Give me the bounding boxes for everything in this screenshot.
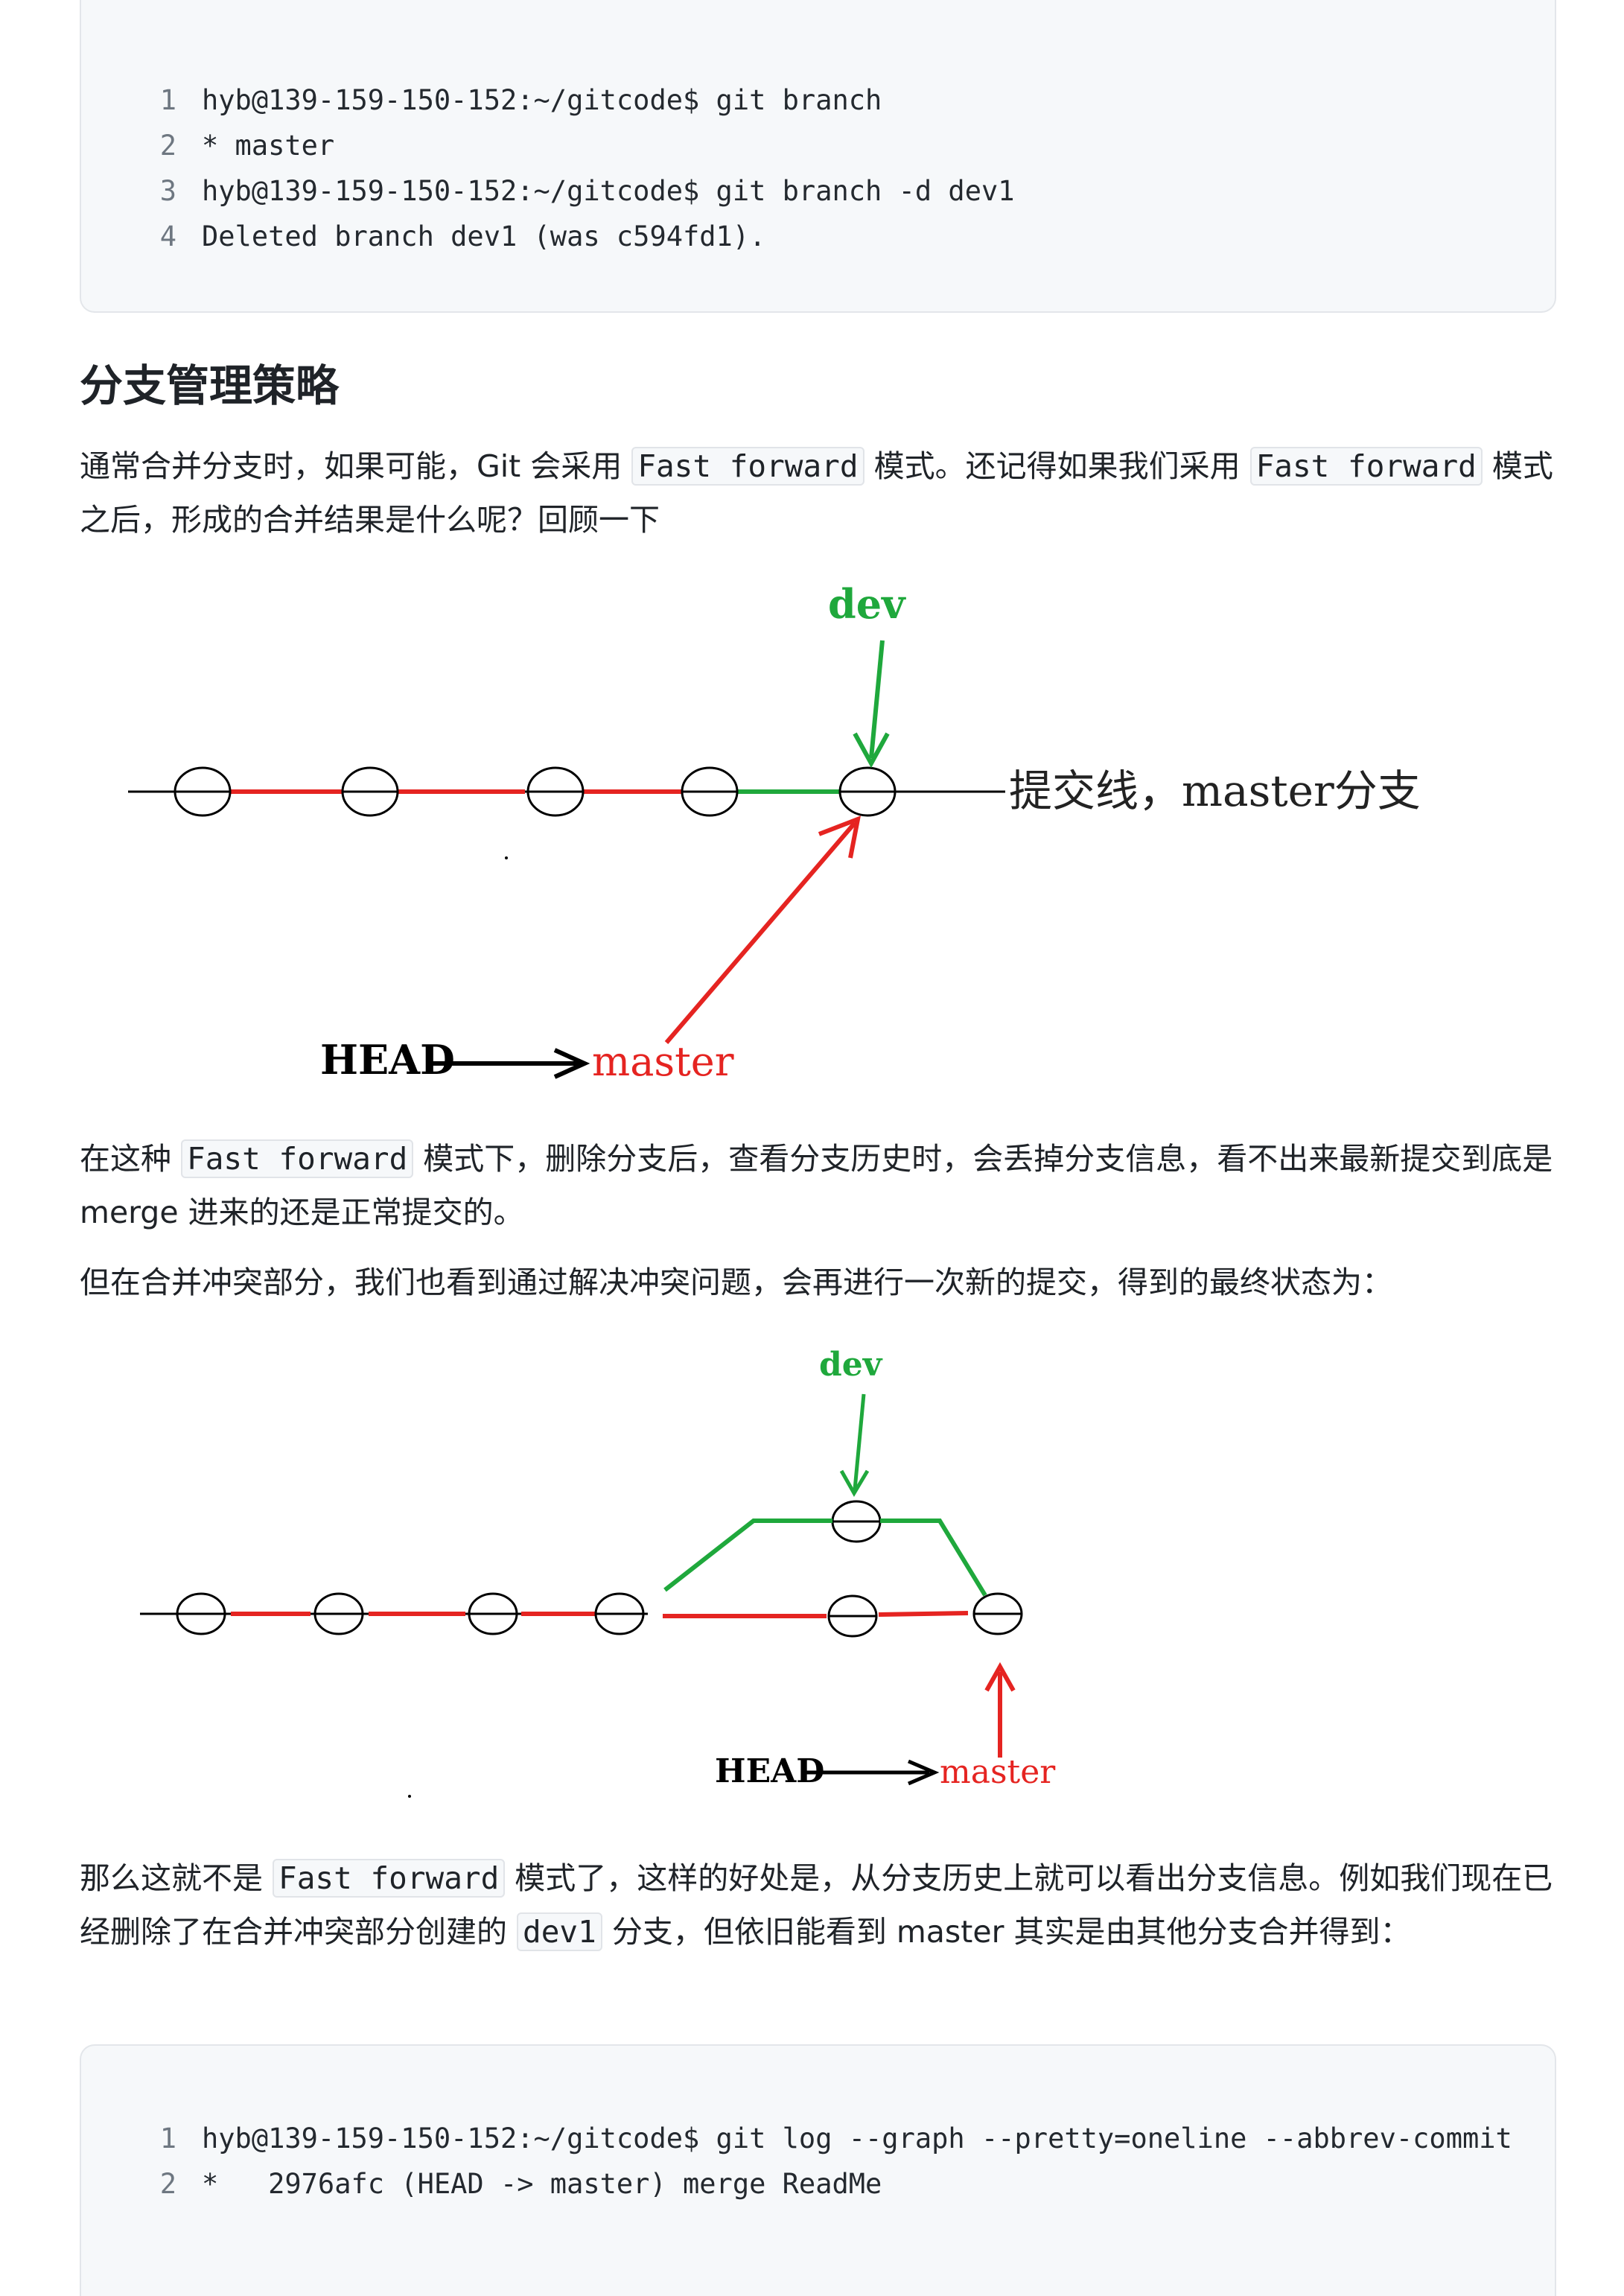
inline-code: dev1 [517,1912,602,1951]
code-line: 2* master [159,130,335,162]
inline-code: Fast forward [631,447,864,486]
paragraph-4: 那么这就不是 Fast forward 模式了，这样的好处是，从分支历史上就可以… [80,1859,1553,1951]
master-label: master [592,1038,734,1085]
paragraph-1: 通常合并分支时，如果可能，Git 会采用 Fast forward 模式。还记得… [80,447,1553,538]
code-line: 2* 2976afc (HEAD -> master) merge ReadMe [159,2168,882,2200]
master-label: master [940,1753,1056,1791]
dev-branch-line [663,1519,832,1592]
dev-branch-line [880,1519,987,1597]
dev-label: dev [819,1346,883,1384]
dev-arrow [869,640,885,759]
section-heading: 分支管理策略 [80,360,340,411]
inline-code: Fast forward [273,1859,506,1898]
master-pointer-arrow [664,821,857,1044]
paragraph-3: 但在合并冲突部分，我们也看到通过解决冲突问题，会再进行一次新的提交，得到的最终状… [80,1265,1392,1300]
head-label: HEAD [320,1036,455,1084]
inline-code: Fast forward [181,1139,414,1178]
dev-label: dev [828,580,906,628]
fast-forward-diagram: dev 提交线，master分支 HEAD master [128,580,1421,1085]
inline-code: Fast forward [1249,447,1483,486]
merge-commit-diagram: dev HEAD master [140,1346,1056,1798]
dev-arrow [853,1393,866,1490]
paragraph-2: 在这种 Fast forward 模式下，删除分支后，查看分支历史时，会丢掉分支… [80,1139,1553,1230]
commit-line-label: 提交线，master分支 [1009,766,1421,816]
head-label: HEAD [715,1752,824,1790]
